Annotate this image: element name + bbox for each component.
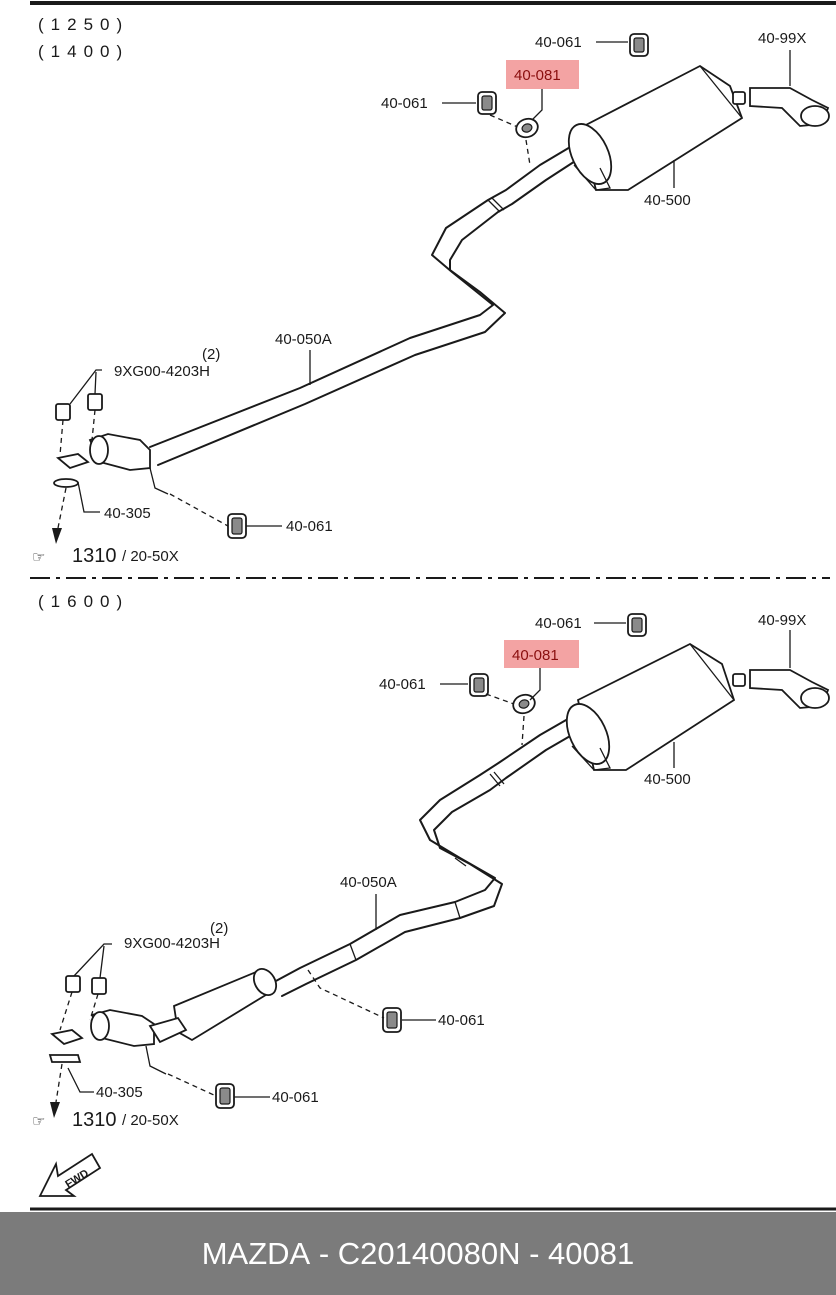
ref-arrow-head (52, 528, 62, 544)
pipe-joint (487, 197, 505, 213)
label-hanger-top: 40-061 (535, 615, 582, 632)
label-hanger-bottom: 40-061 (286, 518, 333, 535)
nuts-9xg00 (59, 943, 112, 1031)
hanger-rubber-left (469, 673, 489, 697)
ref-sub: / 20-50X (122, 548, 179, 565)
bottom-section: (1600) (32, 592, 830, 1197)
ref-arrow-line (57, 487, 67, 529)
label-hanger-left: 40-061 (379, 676, 426, 693)
highlight-box-top (506, 60, 579, 89)
footer-catalog: C20140080 (337, 1235, 499, 1271)
label-hanger-top: 40-061 (535, 34, 582, 51)
label-pipe: 40-050A (275, 331, 332, 348)
hanger-rubber-top (627, 613, 647, 637)
exhaust-diagram: (1250) (1400) (30, 1, 836, 1211)
muffler-40-500 (565, 642, 736, 771)
nuts-9xg00 (55, 369, 103, 456)
footer-part: N - 40081 (498, 1235, 635, 1271)
gasket-dash (525, 139, 531, 166)
engine-1250: (1250) (38, 15, 129, 34)
pipe-joint (489, 771, 505, 787)
ref-sub: / 20-50X (122, 1112, 179, 1129)
highlight-box-bottom (504, 640, 579, 668)
label-nut: 9XG00-4203H (114, 363, 210, 380)
hanger-bottom-dash (169, 493, 229, 527)
ref-hand-icon: ☞ (32, 549, 45, 566)
label-nut: 9XG00-4203H (124, 935, 220, 952)
label-qty: (2) (202, 346, 220, 363)
label-qty: (2) (210, 920, 228, 937)
footer-brand: MAZDA (201, 1235, 311, 1271)
label-hanger-mid: 40-061 (438, 1012, 485, 1029)
tail-pipe-40-99x (732, 87, 830, 127)
label-pipe: 40-050A (340, 874, 397, 891)
top-section: (1250) (1400) (32, 15, 830, 567)
label-highlight: 40-081 (514, 67, 561, 84)
hanger-left-dash (489, 114, 521, 129)
pipe-40-050a-inner (157, 153, 587, 466)
front-converter (48, 1009, 167, 1075)
fwd-arrow-icon: FWD (38, 1152, 102, 1197)
front-converter (53, 433, 169, 495)
label-hanger-left: 40-061 (381, 95, 428, 112)
engine-1600: (1600) (38, 592, 129, 611)
hanger-rubber-left (477, 91, 497, 115)
pipe-40-050a (273, 711, 581, 983)
hanger-rubber-top (629, 33, 649, 57)
part-40-081 (512, 693, 536, 715)
label-muffler: 40-500 (644, 771, 691, 788)
label-muffler: 40-500 (644, 192, 691, 209)
pre-muffler (148, 967, 278, 1044)
ref-num: 1310 (72, 545, 117, 567)
label-highlight: 40-081 (512, 647, 559, 664)
label-gasket: 40-305 (104, 505, 151, 522)
hanger-rubber-bottom (227, 513, 247, 539)
ref-hand-icon: ☞ (32, 1113, 45, 1130)
footer-bar: MAZDA - C20140080 N - 40081 (0, 1212, 836, 1295)
engine-1400: (1400) (38, 42, 129, 61)
hanger-rubber-mid (382, 1007, 402, 1033)
label-tail-pipe: 40-99X (758, 30, 806, 47)
ref-num: 1310 (72, 1109, 117, 1131)
label-gasket: 40-305 (96, 1084, 143, 1101)
label-hanger-bottom: 40-061 (272, 1089, 319, 1106)
hanger-rubber-bottom (215, 1083, 235, 1109)
tail-pipe-40-99x (732, 669, 830, 709)
pipe-40-050a-inner (281, 727, 585, 997)
label-tail-pipe: 40-99X (758, 612, 806, 629)
pipe-40-050a (149, 139, 583, 448)
part-40-081 (515, 117, 539, 139)
muffler-40-500 (567, 64, 744, 191)
